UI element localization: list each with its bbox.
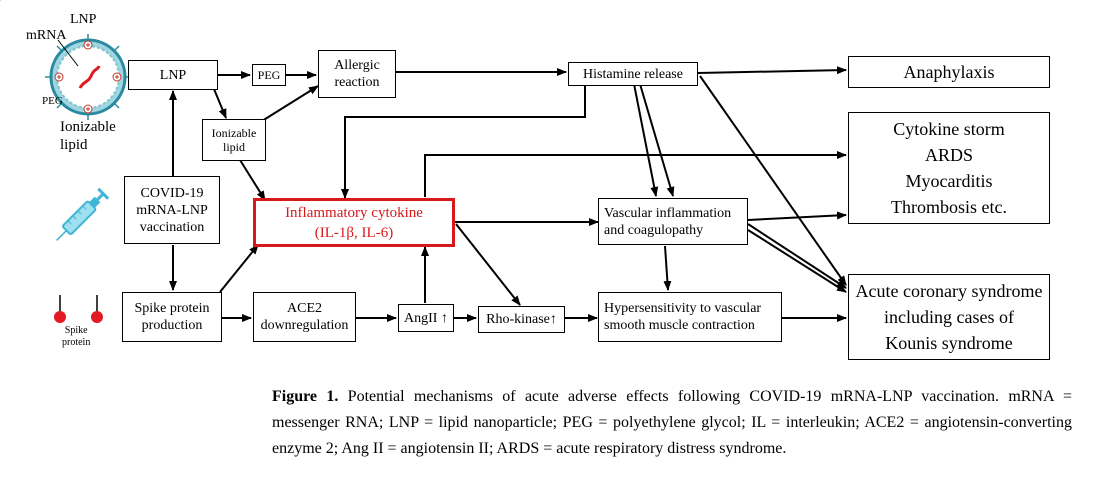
lnp-diagram-label: LNP — [70, 12, 97, 27]
arrow-histamine-inflammatory-path — [341, 85, 586, 199]
arrow-vascular-acs-b — [747, 229, 847, 293]
peg-label: PEG — [42, 95, 63, 107]
arrow-histamine-anaphylaxis — [697, 66, 847, 75]
arrow-histamine-vascular-b — [639, 83, 675, 197]
spike-protein-label: Spike protein — [62, 325, 91, 348]
spike-protein-icon — [54, 295, 103, 323]
arrow-vascular-acs-a — [747, 223, 847, 289]
arrow-vascular-hyper — [663, 245, 672, 291]
histamine-release-box: Histamine release — [568, 62, 698, 86]
syringe-icon — [56, 187, 110, 241]
angii-box: AngII ↑ — [398, 304, 454, 332]
anaphylaxis-box: Anaphylaxis — [848, 56, 1050, 88]
peg-box: PEG — [252, 64, 286, 86]
arrow-inflammatory-outcomes-path — [424, 151, 847, 197]
arrow-spike-inflammatory — [219, 244, 259, 293]
rho-kinase-box: Rho-kinase↑ — [478, 306, 565, 333]
lnp-particle-icon — [45, 34, 131, 120]
arrow-ionizable-allergic — [261, 85, 319, 122]
arrow-inflammatory-rho — [455, 223, 521, 306]
lnp-box: LNP — [128, 60, 218, 90]
arrow-ionizable-inflammatory — [239, 159, 266, 201]
inflammatory-cytokine-box: Inflammatory cytokine(IL-1β, IL-6) — [253, 198, 455, 247]
figure-label: Figure 1. — [272, 388, 339, 405]
ionizable-lipid-label: Ionizable lipid — [60, 119, 116, 153]
mrna-label: mRNA — [26, 28, 67, 43]
arrow-histamine-vascular-a — [633, 83, 659, 197]
arrow-vascular-outcomes — [747, 211, 847, 221]
connector-layer — [45, 34, 847, 323]
mechanism-diagram: LNP mRNA PEG Ionizable lipid Spike prote… — [26, 12, 1050, 360]
arrow-histamine-acs — [699, 75, 847, 286]
figure-caption: Figure 1. Potential mechanisms of acute … — [272, 384, 1072, 462]
arrow-lnp-ionizable — [213, 88, 227, 119]
caption-text: Potential mechanisms of acute adverse ef… — [272, 388, 1073, 457]
